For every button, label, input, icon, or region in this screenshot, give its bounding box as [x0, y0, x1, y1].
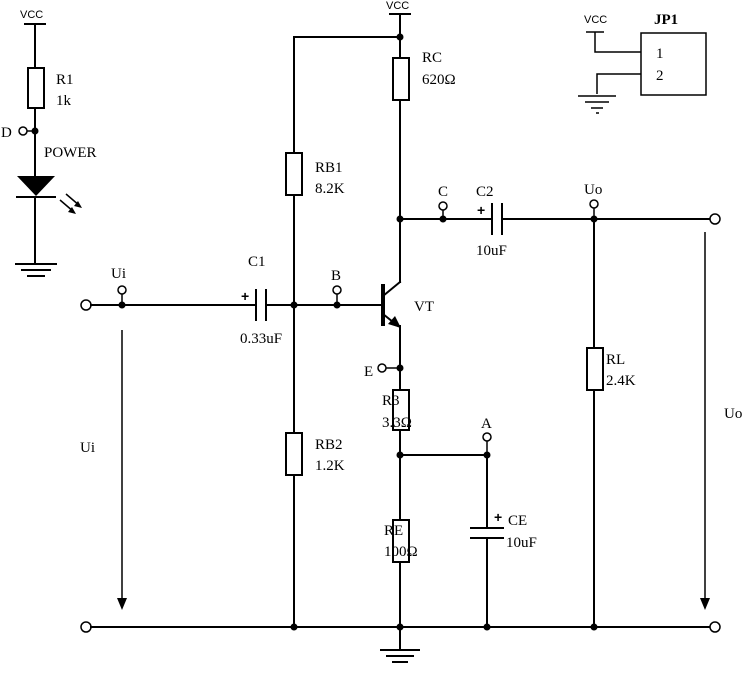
amplifier-main-circuit: VCC RC 620Ω RB1 8.2K RB2 1.2K Ui + C1 0.…: [80, 0, 742, 663]
emitter-arrow-icon: [388, 316, 401, 328]
test-point-ui[interactable]: [117, 285, 127, 295]
ground-icon-main: [380, 649, 420, 663]
ce-polarity: +: [494, 509, 502, 525]
jumper-jp1: JP1 1 2 VCC: [578, 12, 707, 114]
jp1-pin1: 1: [656, 46, 664, 62]
c1-value: 0.33uF: [240, 331, 282, 347]
led-label: POWER: [44, 145, 97, 161]
re-name: RE: [384, 523, 403, 539]
output-terminal[interactable]: [709, 213, 721, 225]
rb2-name: RB2: [315, 437, 343, 453]
input-ground-terminal[interactable]: [80, 621, 92, 633]
rb2-resistor: [285, 432, 303, 476]
c2-polarity: +: [477, 202, 485, 218]
uo-signal-label: Uo: [724, 406, 742, 422]
test-point-a-label: A: [481, 416, 492, 432]
ce-value: 10uF: [506, 535, 537, 551]
led-diode: [17, 176, 55, 196]
c2-name: C2: [476, 184, 494, 200]
rb1-resistor: [285, 152, 303, 196]
rb1-name: RB1: [315, 160, 343, 176]
rc-value: 620Ω: [422, 72, 456, 88]
c1-name: C1: [248, 254, 266, 270]
test-point-e[interactable]: [377, 363, 387, 373]
input-terminal[interactable]: [80, 299, 92, 311]
vcc-label-r1: VCC: [20, 9, 43, 21]
ce-name: CE: [508, 513, 527, 529]
test-point-b-label: B: [331, 268, 341, 284]
test-point-c-label: C: [438, 184, 448, 200]
rl-resistor: [586, 347, 604, 391]
uo-arrowhead-icon: [700, 598, 710, 610]
test-point-b[interactable]: [332, 285, 342, 295]
c2-value: 10uF: [476, 243, 507, 259]
transistor-vt: [381, 280, 402, 328]
vcc-label-jp1: VCC: [584, 14, 607, 26]
test-point-uo[interactable]: [589, 199, 599, 209]
re-value: 100Ω: [384, 544, 418, 560]
power-indicator-circuit: VCC R1 1k D POWER: [1, 9, 97, 277]
jp1-body: [640, 32, 707, 96]
rl-value: 2.4K: [606, 373, 636, 389]
rb1-value: 8.2K: [315, 181, 345, 197]
vcc-label-main: VCC: [386, 0, 409, 12]
test-point-a[interactable]: [482, 432, 492, 442]
led-light-arrows-icon: [59, 193, 82, 214]
ui-signal-label: Ui: [80, 440, 95, 456]
c1-polarity: +: [241, 288, 249, 304]
rb2-value: 1.2K: [315, 458, 345, 474]
rc-name: RC: [422, 50, 442, 66]
node-d-point[interactable]: [18, 126, 28, 136]
test-point-ui-label: Ui: [111, 266, 126, 282]
transistor-name: VT: [414, 299, 434, 315]
ground-icon-led: [15, 263, 57, 277]
rc-resistor: [392, 57, 410, 101]
rl-name: RL: [606, 352, 625, 368]
r1-value: 1k: [56, 93, 72, 109]
r3-value: 3.3Ω: [382, 415, 412, 431]
ui-arrowhead-icon: [117, 598, 127, 610]
r3-name: R3: [382, 393, 400, 409]
test-point-e-label: E: [364, 364, 373, 380]
jp1-pin2: 2: [656, 68, 664, 84]
output-ground-terminal[interactable]: [709, 621, 721, 633]
jp1-name: JP1: [654, 12, 678, 28]
ground-icon-jp1: [578, 95, 616, 114]
node-d-label: D: [1, 125, 12, 141]
r1-resistor: [27, 67, 45, 109]
test-point-uo-label: Uo: [584, 182, 602, 198]
test-point-c[interactable]: [438, 201, 448, 211]
r1-name: R1: [56, 72, 74, 88]
